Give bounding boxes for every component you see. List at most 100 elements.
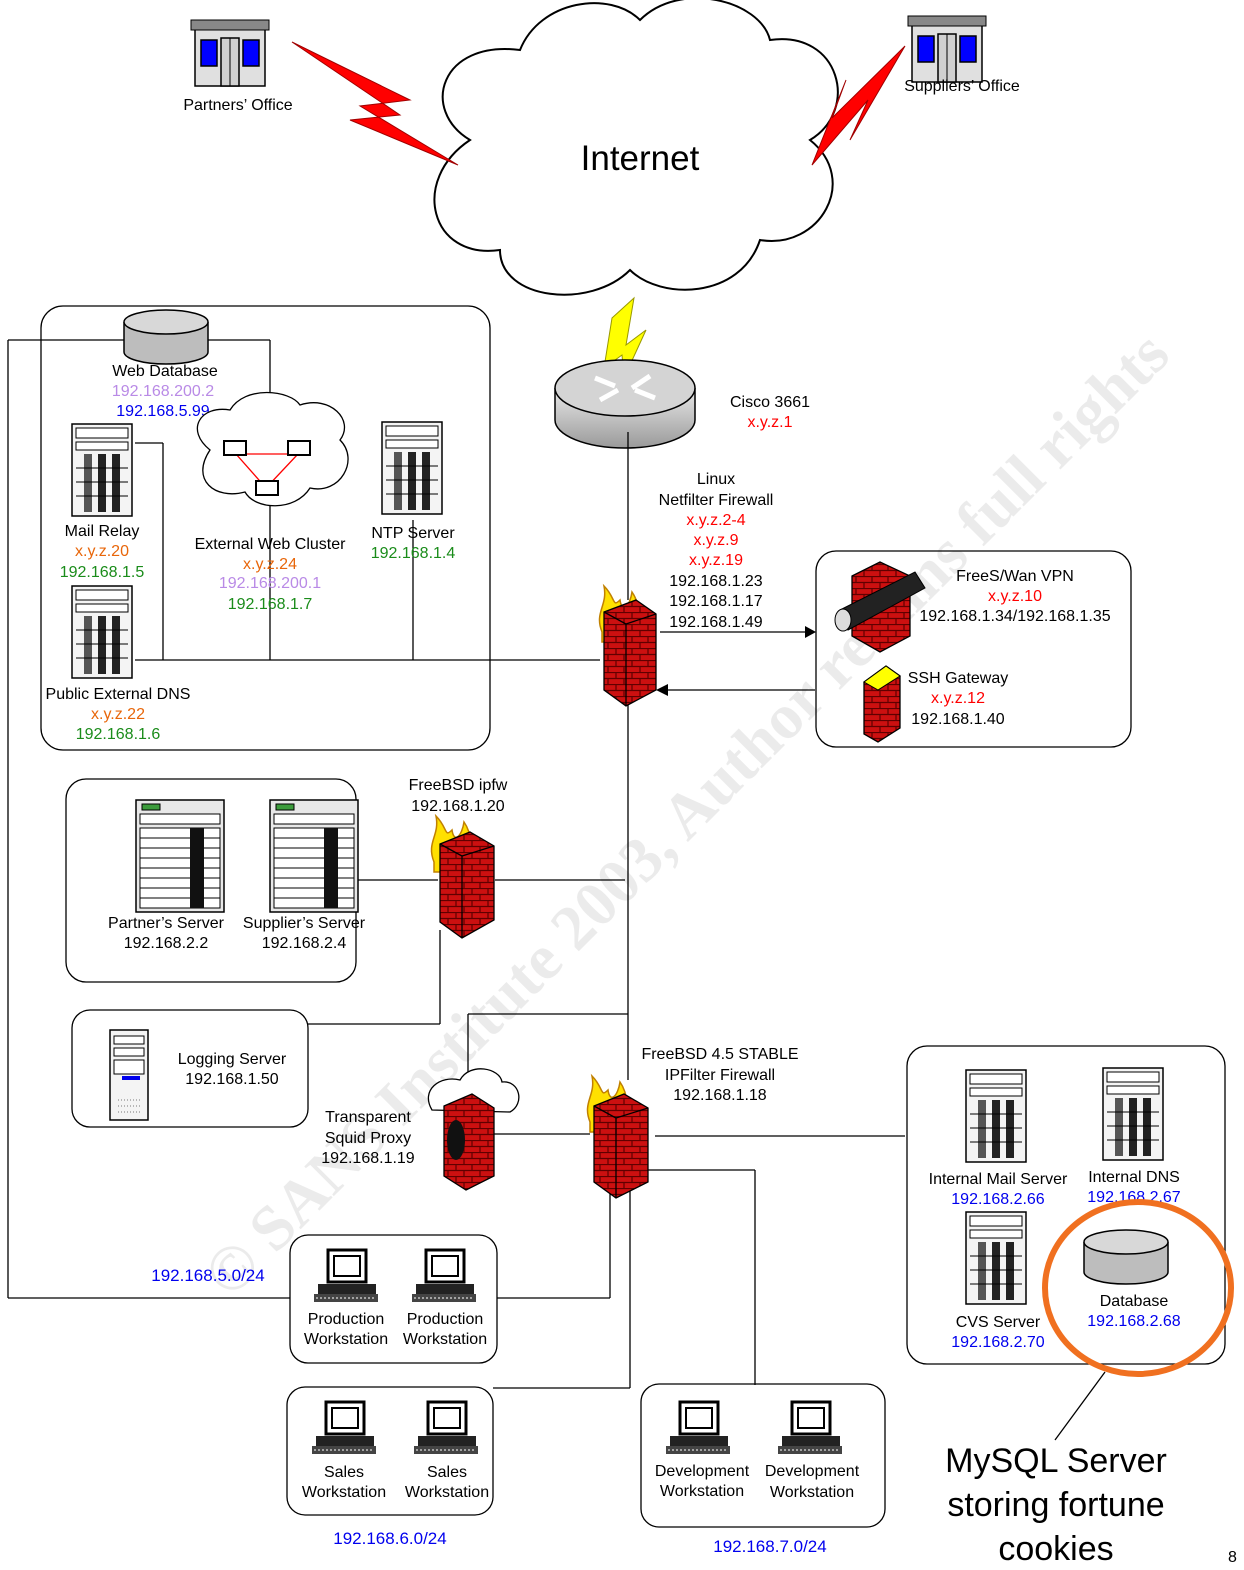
callout-line3: cookies: [998, 1530, 1113, 1568]
supplier-server-ip: 192.168.2.4: [262, 935, 347, 952]
linux-fw-ext3: x.y.z.19: [689, 552, 743, 569]
web-database-icon: [123, 309, 209, 365]
network-links: [7, 339, 905, 1389]
suppliers-office-label: Suppliers’ Office: [904, 78, 1020, 95]
web-cluster-nodes-icon: [223, 440, 311, 496]
internal-mail-name: Internal Mail Server: [929, 1171, 1068, 1188]
squid-ip: 192.168.1.19: [321, 1150, 415, 1167]
partner-server-name: Partner’s Server: [108, 915, 225, 932]
linux-fw-int3: 192.168.1.49: [669, 614, 763, 631]
linux-fw-ext1: x.y.z.2-4: [686, 512, 745, 529]
production-workstation-1-icon: [312, 1248, 380, 1304]
vpn-ssh-group: [815, 550, 1132, 748]
internal-mail-ip: 192.168.2.66: [951, 1191, 1045, 1208]
supplier-server-name: Supplier’s Server: [243, 915, 366, 932]
web-cluster-ip1: 192.168.200.1: [219, 575, 321, 592]
callout-pointer: [1054, 1371, 1106, 1441]
development-network-label: 192.168.7.0/24: [713, 1537, 826, 1556]
web-cluster-name: External Web Cluster: [195, 536, 347, 553]
external-dns-ip: 192.168.1.6: [76, 726, 161, 743]
sales-workstation-2-icon: [412, 1400, 480, 1456]
web-cluster-ip2: 192.168.1.7: [228, 596, 313, 613]
ssh-name: SSH Gateway: [908, 670, 1008, 687]
ssh-gateway-icon: [863, 665, 901, 743]
logging-server-ip: 192.168.1.50: [185, 1071, 279, 1088]
cvs-server-name: CVS Server: [956, 1314, 1041, 1331]
development-workstation-1-icon: [664, 1400, 732, 1456]
production-ws2-line2: Workstation: [403, 1331, 487, 1348]
external-dns-ext-ip: x.y.z.22: [91, 706, 145, 723]
development-ws2-line1: Development: [765, 1463, 860, 1480]
development-workstation-2-icon: [776, 1400, 844, 1456]
dmz-group: [40, 305, 491, 751]
web-database-name: Web Database: [112, 363, 218, 380]
page-number: 8: [1228, 1549, 1237, 1566]
vpn-ext-ip: x.y.z.10: [988, 588, 1042, 605]
external-dns-name: Public External DNS: [46, 686, 191, 703]
ipfw-name: FreeBSD ipfw: [409, 777, 508, 794]
ipfilter-name2: IPFilter Firewall: [665, 1067, 775, 1084]
sales-network-label: 192.168.6.0/24: [333, 1529, 446, 1548]
web-cluster-cloud-icon: [196, 391, 349, 507]
web-database-ip1: 192.168.200.2: [112, 383, 214, 400]
sales-ws1-line1: Sales: [324, 1464, 364, 1481]
production-network-label: 192.168.5.0/24: [151, 1266, 264, 1285]
ntp-server-name: NTP Server: [371, 525, 455, 542]
ntp-server-icon: [381, 421, 443, 515]
linux-fw-name1: Linux: [697, 471, 735, 488]
logging-server-name: Logging Server: [178, 1051, 287, 1068]
sales-group: [286, 1386, 494, 1516]
ipfilter-ip: 192.168.1.18: [673, 1087, 767, 1104]
production-ws1-line1: Production: [308, 1311, 385, 1328]
router-ip: x.y.z.1: [747, 414, 792, 431]
database-name: Database: [1100, 1293, 1169, 1310]
development-group: [640, 1383, 886, 1528]
vpn-ip: 192.168.1.34/192.168.1.35: [919, 608, 1110, 625]
arrow-from-ssh-icon: [656, 684, 668, 696]
internal-mail-server-icon: [965, 1069, 1027, 1163]
ssh-ext-ip: x.y.z.12: [931, 690, 985, 707]
mail-relay-name: Mail Relay: [65, 523, 140, 540]
cvs-server-icon: [965, 1211, 1027, 1305]
sales-workstation-1-icon: [310, 1400, 378, 1456]
internal-dns-name: Internal DNS: [1088, 1169, 1180, 1186]
development-ws2-line2: Workstation: [770, 1484, 854, 1501]
linux-fw-ext2: x.y.z.9: [693, 532, 738, 549]
partner-server-ip: 192.168.2.2: [124, 935, 209, 952]
supplier-server-rack-icon: [269, 799, 359, 913]
partners-office-label: Partners’ Office: [183, 97, 292, 114]
sales-ws1-line2: Workstation: [302, 1484, 386, 1501]
vpn-name: FreeS/Wan VPN: [956, 568, 1074, 585]
ipfilter-firewall-icon: [586, 1075, 649, 1199]
callout-line2: storing fortune: [947, 1486, 1164, 1524]
linux-fw-int2: 192.168.1.17: [669, 593, 763, 610]
production-ws2-line1: Production: [407, 1311, 484, 1328]
squid-proxy-icon: [427, 1068, 520, 1191]
internal-servers-group: [906, 1045, 1226, 1365]
production-ws1-line2: Workstation: [304, 1331, 388, 1348]
production-group: [289, 1234, 498, 1364]
ipfilter-name1: FreeBSD 4.5 STABLE: [641, 1046, 798, 1063]
cvs-server-ip: 192.168.2.70: [951, 1334, 1045, 1351]
linux-fw-name2: Netfilter Firewall: [659, 492, 774, 509]
arrow-to-vpn-icon: [805, 626, 816, 638]
sales-ws2-line1: Sales: [427, 1464, 467, 1481]
router-name: Cisco 3661: [730, 394, 810, 411]
sales-ws2-line2: Workstation: [405, 1484, 489, 1501]
database-icon: [1083, 1229, 1169, 1285]
callout-line1: MySQL Server: [945, 1442, 1167, 1480]
partner-server-rack-icon: [135, 799, 225, 913]
internal-dns-server-icon: [1102, 1067, 1164, 1161]
suppliers-wan-link-icon: [811, 45, 906, 166]
linux-fw-int1: 192.168.1.23: [669, 573, 763, 590]
mail-relay-server-icon: [71, 423, 133, 517]
ipfw-ip: 192.168.1.20: [411, 798, 505, 815]
squid-name2: Squid Proxy: [325, 1130, 411, 1147]
vpn-gateway-icon: [834, 561, 926, 653]
linux-firewall-icon: [598, 585, 657, 707]
database-ip: 192.168.2.68: [1087, 1313, 1181, 1330]
ipfw-firewall-icon: [430, 815, 495, 939]
development-ws1-line2: Workstation: [660, 1483, 744, 1500]
production-workstation-2-icon: [410, 1248, 478, 1304]
mail-relay-ext-ip: x.y.z.20: [75, 543, 129, 560]
